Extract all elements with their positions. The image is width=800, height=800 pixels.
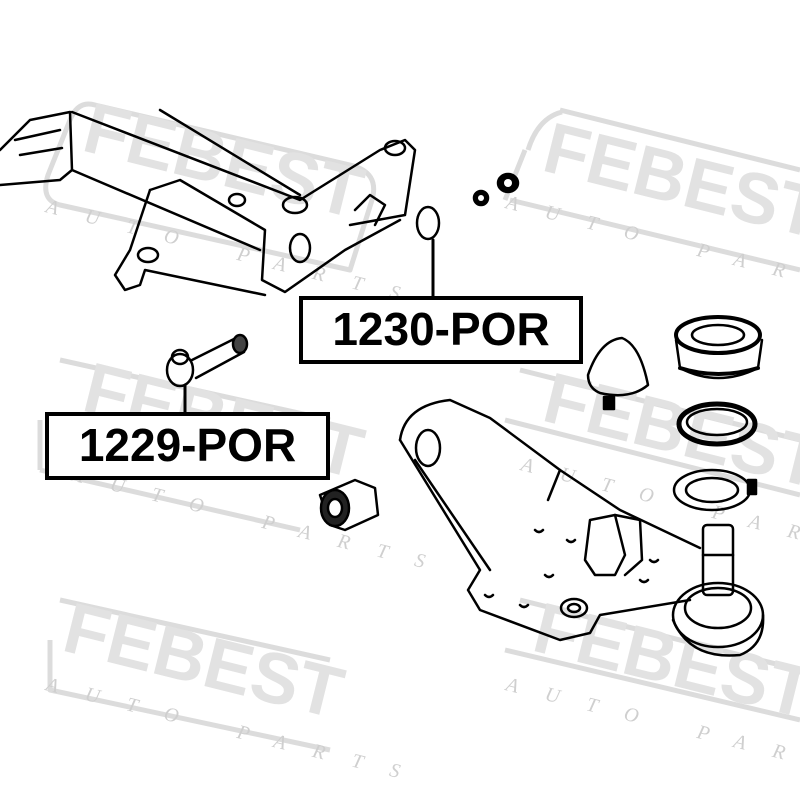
part-number-label-1229-por[interactable]: 1229-POR <box>45 412 330 480</box>
nut-small <box>472 189 490 207</box>
svg-text:FEBEST: FEBEST <box>526 588 800 734</box>
nut-large <box>496 172 520 194</box>
lower-control-arm <box>398 398 702 642</box>
svg-text:AUTO PARTS: AUTO PARTS <box>502 191 800 308</box>
ball-joint <box>671 523 765 657</box>
svg-text:AUTO PARTS: AUTO PARTS <box>42 673 430 790</box>
svg-text:FEBEST: FEBEST <box>536 108 800 254</box>
flat-washer <box>415 205 441 241</box>
ball-joint-boot <box>674 315 764 380</box>
subframe <box>0 108 417 297</box>
part-number-label-1230-por[interactable]: 1230-POR <box>299 296 583 364</box>
bump-stop <box>586 336 650 411</box>
svg-text:AUTO PARTS: AUTO PARTS <box>42 195 430 312</box>
svg-text:FEBEST: FEBEST <box>76 88 371 234</box>
snap-ring <box>672 468 758 512</box>
svg-text:AUTO PARTS: AUTO PARTS <box>67 463 455 580</box>
svg-text:AUTO PARTS: AUTO PARTS <box>502 673 800 790</box>
eccentric-bolt <box>165 333 249 388</box>
arm-bushing <box>318 478 380 532</box>
svg-text:AUTO PARTS: AUTO PARTS <box>517 453 800 570</box>
boot-ring <box>676 401 758 447</box>
svg-text:FEBEST: FEBEST <box>56 588 351 734</box>
svg-text:FEBEST: FEBEST <box>536 358 800 504</box>
